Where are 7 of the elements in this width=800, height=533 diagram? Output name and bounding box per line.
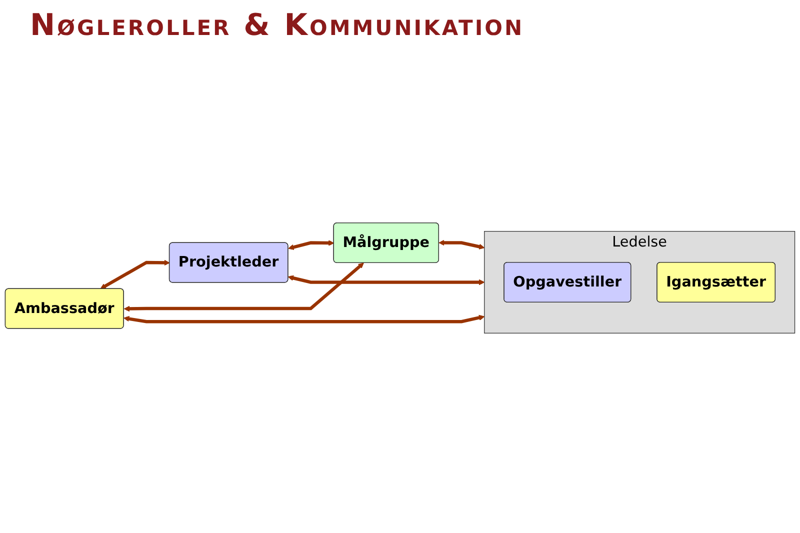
arrow	[288, 275, 485, 286]
arrow	[124, 262, 364, 312]
diagram-title: Nøgleroller & Kommunikation	[30, 8, 524, 43]
arrow	[124, 314, 485, 324]
arrow	[438, 240, 485, 250]
arrow	[288, 240, 334, 250]
arrow	[100, 260, 170, 290]
